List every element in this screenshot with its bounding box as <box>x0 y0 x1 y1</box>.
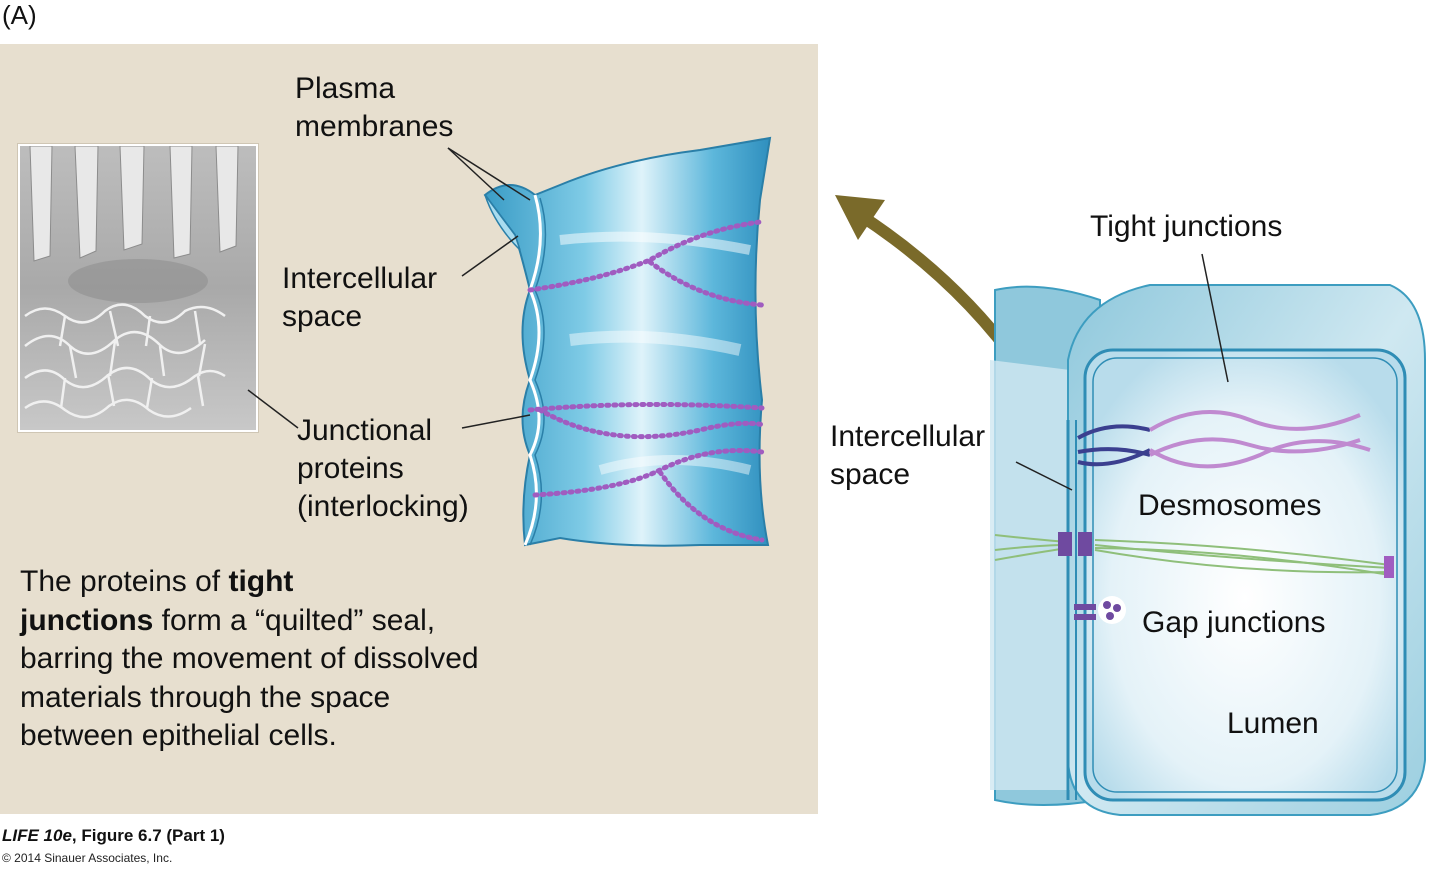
label-intercellular-space-right: Intercellular space <box>830 420 986 491</box>
label-lumen: Lumen <box>1227 707 1319 740</box>
label-tight-junctions: Tight junctions <box>1090 210 1283 243</box>
figure-ref: , Figure 6.7 (Part 1) <box>71 826 225 845</box>
figure-title: LIFE 10e <box>2 826 72 845</box>
label-intercellular-space-left: Intercellular space <box>282 262 438 333</box>
copyright: © 2014 Sinauer Associates, Inc. <box>2 851 173 865</box>
figure-reference: LIFE 10e, Figure 6.7 (Part 1) <box>2 826 225 846</box>
panel-letter: (A) <box>2 0 37 30</box>
caption-bold2: junctions <box>20 603 154 637</box>
label-plasma-membranes: Plasma membranes <box>295 72 454 143</box>
freeze-fracture-micrograph <box>18 144 258 432</box>
label-gap-junctions: Gap junctions <box>1142 606 1326 639</box>
caption-bold1: tight <box>228 565 294 598</box>
caption-part1: The proteins of <box>20 565 229 598</box>
label-desmosomes: Desmosomes <box>1138 489 1322 522</box>
junctional-protein-strands <box>527 219 768 543</box>
gap-junction <box>1074 596 1126 624</box>
caption-part2: form a “quilted” seal, barring the movem… <box>20 603 479 753</box>
desmosome-filaments <box>994 534 1391 576</box>
tight-junction-strands <box>1077 410 1371 469</box>
figure-caption: The proteins of tight junctions form a “q… <box>20 563 490 756</box>
arrow-head <box>835 195 885 240</box>
label-junctional-proteins: Junctional proteins (interlocking) <box>297 414 469 523</box>
membrane-sheet <box>483 136 772 547</box>
